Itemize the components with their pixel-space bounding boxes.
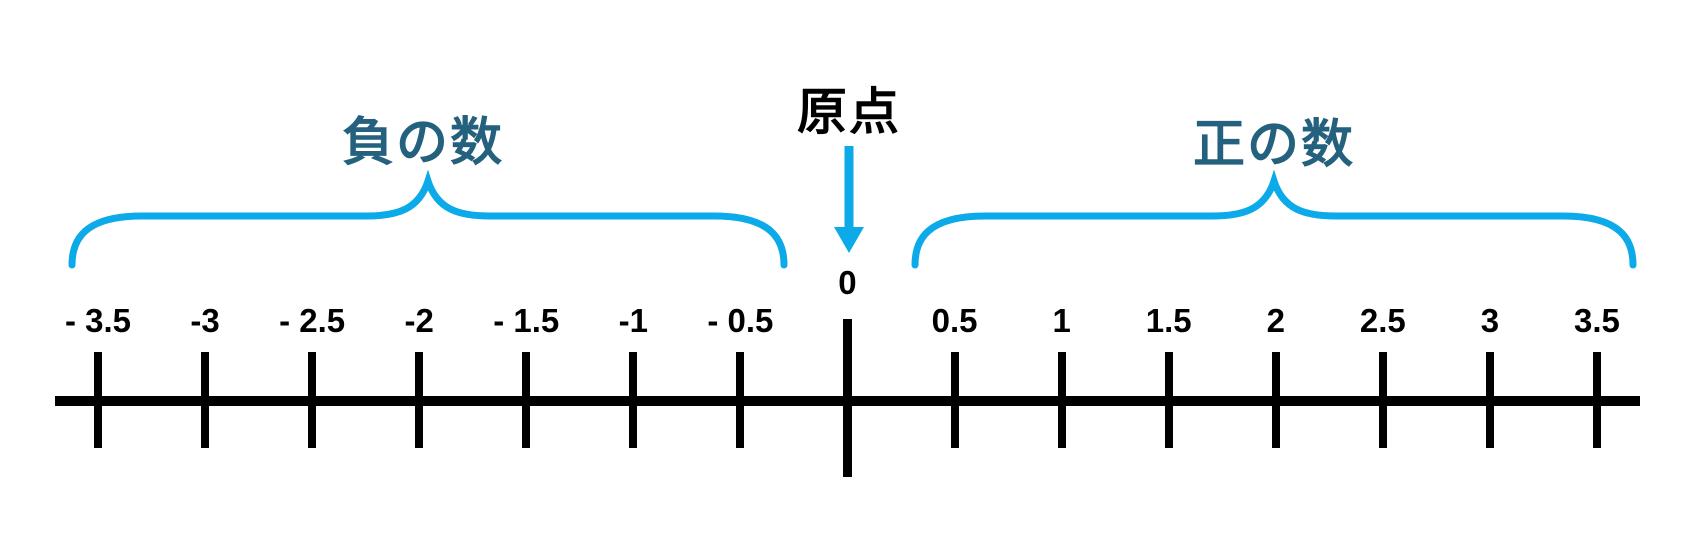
tick-mark (94, 352, 102, 448)
tick-label: 3 (1480, 302, 1500, 339)
tick-mark (1592, 352, 1601, 448)
origin-tick-mark (842, 319, 852, 477)
tick-mark (1378, 352, 1387, 448)
tick-label: - 2.5 (279, 302, 346, 339)
origin-tick-label: 0 (838, 264, 857, 301)
tick-mark (415, 352, 424, 448)
tick-mark (950, 352, 959, 448)
tick-mark (629, 352, 638, 448)
negative-numbers-brace (68, 169, 788, 269)
tick-label: 2 (1266, 302, 1285, 339)
positive-numbers-label: 正の数 (1192, 116, 1355, 174)
tick-label: -2 (404, 302, 434, 339)
tick-mark (1057, 352, 1066, 448)
origin-arrow-icon (834, 146, 864, 253)
tick-label: -1 (618, 302, 649, 339)
tick-label: 2.5 (1359, 302, 1406, 339)
tick-mark (1485, 352, 1494, 448)
tick-label: 1.5 (1145, 302, 1192, 339)
negative-numbers-label: 負の数 (341, 114, 504, 172)
tick-mark (1271, 352, 1280, 448)
tick-label: 1 (1052, 302, 1071, 339)
tick-mark (201, 352, 210, 448)
tick-label: 0.5 (931, 302, 978, 339)
tick-mark (522, 352, 531, 448)
origin-label: 原点 (797, 84, 901, 140)
tick-mark (736, 352, 745, 448)
tick-label: - 1.5 (493, 302, 560, 339)
tick-mark (308, 352, 317, 448)
tick-label: - 0.5 (707, 302, 774, 339)
positive-numbers-brace (911, 169, 1637, 269)
tick-label: -3 (190, 302, 220, 339)
tick-mark (1164, 352, 1173, 448)
tick-label: - 3.5 (64, 302, 132, 339)
tick-label: 3.5 (1574, 302, 1620, 339)
